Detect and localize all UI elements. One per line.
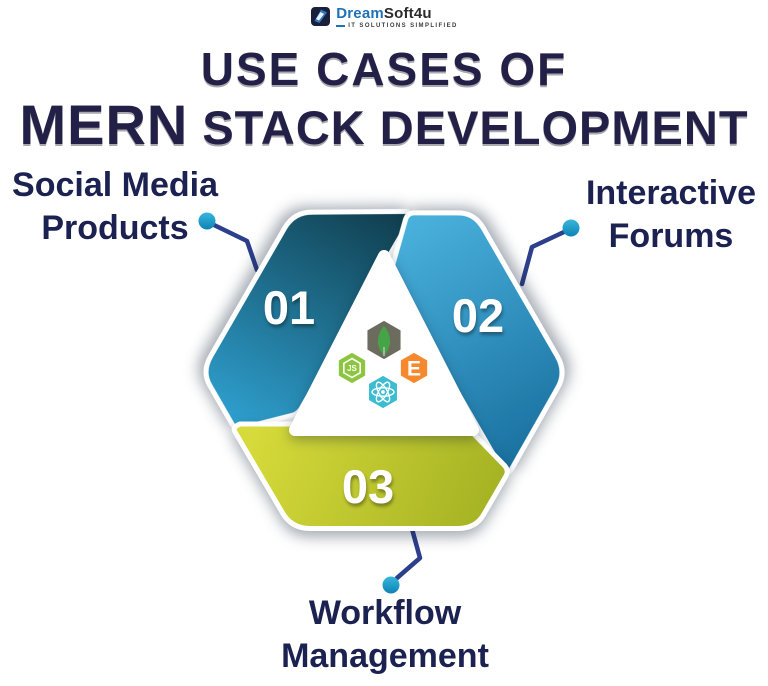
brand-text: DreamSoft4u <box>336 6 458 21</box>
title-highlight-mern: MERN <box>19 93 189 156</box>
title-line2: MERN STACK DEVELOPMENT <box>0 92 768 157</box>
segment-number-02: 02 <box>452 289 504 342</box>
brand-primary: Dream <box>336 5 384 22</box>
brand-secondary: Soft4u <box>383 5 432 22</box>
svg-text:JS: JS <box>347 364 357 373</box>
logo-icon <box>311 7 331 26</box>
title-rest: STACK DEVELOPMENT <box>202 101 749 154</box>
company-logo: DreamSoft4u IT SOLUTIONS SIMPLIFIED <box>0 6 768 29</box>
logo-tagline: IT SOLUTIONS SIMPLIFIED <box>336 23 458 29</box>
connector-dot-workflow <box>382 576 400 594</box>
connector-line-workflow <box>394 526 423 581</box>
tagline-dash <box>336 25 346 27</box>
connector-line-social-media <box>211 222 260 273</box>
connector-dot-interactive-forums <box>562 219 580 237</box>
express-icon: E <box>399 351 429 385</box>
callout-workflow-management: Workflow Management <box>281 594 489 675</box>
mongodb-icon <box>365 319 403 361</box>
callout-interactive-forums: Interactive Forums <box>585 174 757 255</box>
title-line1: USE CASES OF <box>200 43 568 95</box>
segment-number-01: 01 <box>263 281 315 334</box>
segment-number-03: 03 <box>342 460 394 513</box>
nodejs-icon: JS <box>337 351 367 385</box>
react-icon <box>367 374 399 410</box>
svg-text:E: E <box>407 358 421 381</box>
connector-dot-social-media <box>198 212 216 230</box>
connector-line-interactive-forums <box>519 229 567 287</box>
callout-social-media-products: Social Media Products <box>12 166 218 247</box>
